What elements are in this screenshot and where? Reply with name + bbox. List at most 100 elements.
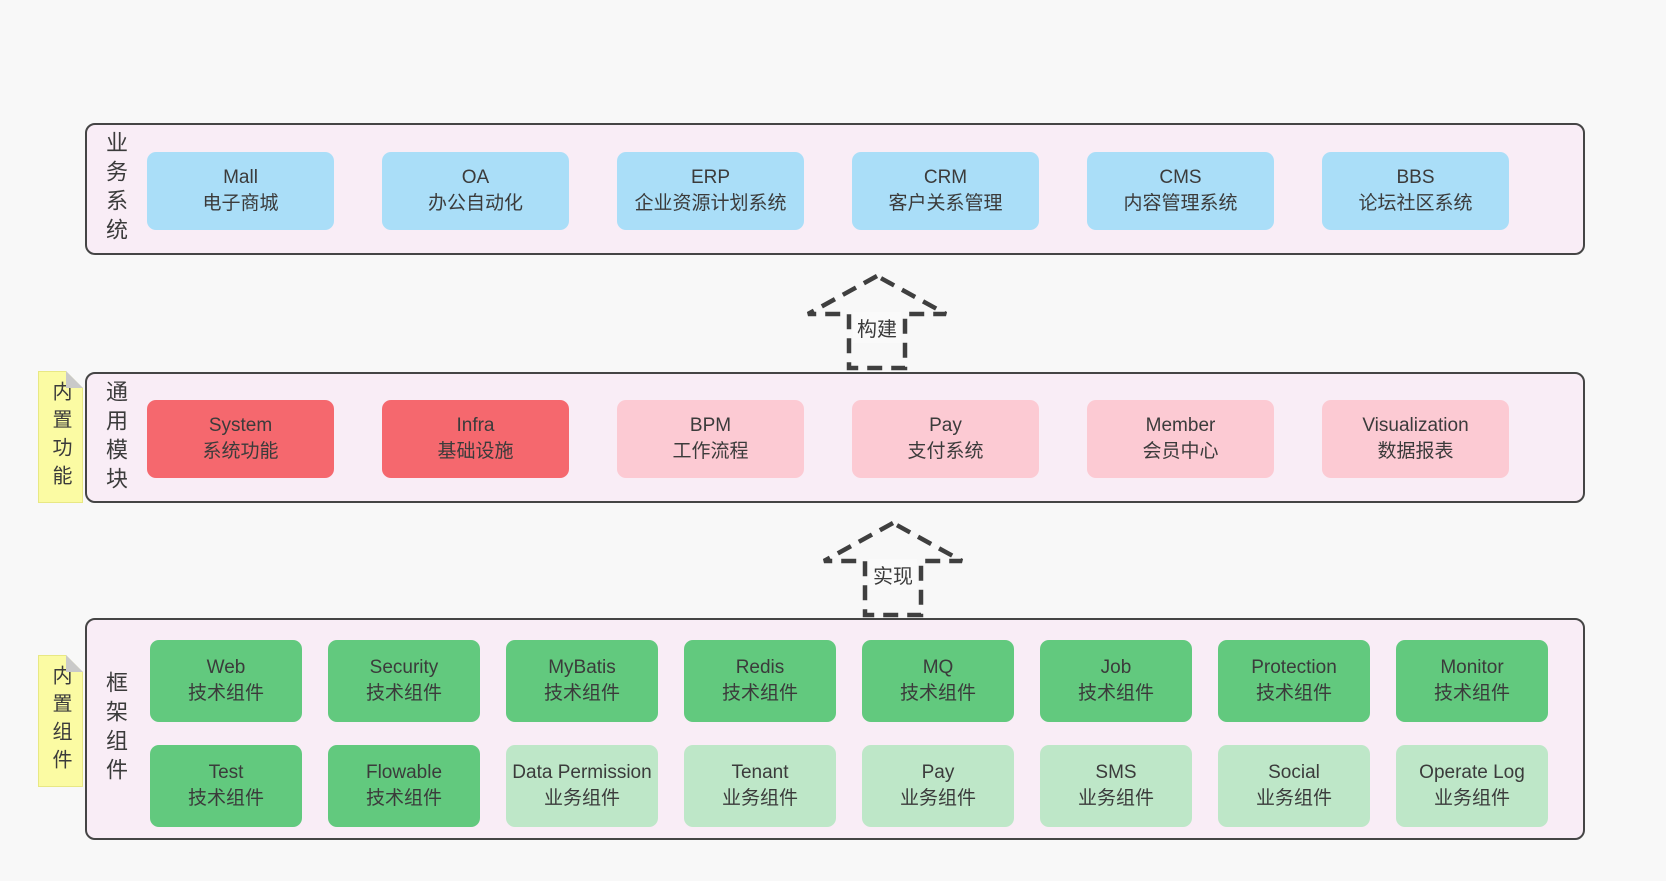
dashed-up-arrow-icon	[822, 520, 964, 618]
box-web: Web 技术组件	[150, 640, 302, 722]
box-subtitle: 技术组件	[187, 788, 264, 809]
box-title: Operate Log	[1419, 762, 1525, 783]
box-subtitle: 技术组件	[187, 683, 264, 704]
box-title: Test	[208, 762, 244, 783]
layer-label-business: 业务系统	[103, 131, 128, 247]
arrow-build: 构建	[802, 272, 952, 372]
box-title: MyBatis	[548, 657, 616, 678]
box-mybatis: MyBatis 技术组件	[506, 640, 658, 722]
box-title: Flowable	[365, 762, 443, 783]
box-subtitle: 系统功能	[202, 441, 279, 462]
box-subtitle: 技术组件	[365, 683, 442, 704]
module-box-row: System 系统功能 Infra 基础设施 BPM 工作流程 Pay 支付系统…	[147, 400, 1509, 478]
box-pay-component: Pay 业务组件	[862, 745, 1014, 827]
sticky-fold-corner-icon	[66, 371, 83, 388]
arrow-implement: 实现	[818, 519, 968, 619]
box-subtitle: 业务组件	[721, 788, 798, 809]
box-subtitle: 客户关系管理	[888, 193, 1003, 214]
box-flowable: Flowable 技术组件	[328, 745, 480, 827]
business-layer-container: 业务系统 Mall 电子商城 OA 办公自动化 ERP 企业资源计划系统 CRM…	[85, 123, 1585, 255]
box-subtitle: 技术组件	[543, 683, 620, 704]
box-title: Tenant	[731, 762, 789, 783]
box-title: BBS	[1396, 167, 1435, 188]
box-title: Pay	[921, 762, 955, 783]
box-subtitle: 电子商城	[202, 193, 279, 214]
box-subtitle: 基础设施	[437, 441, 514, 462]
box-title: Data Permission	[512, 762, 652, 783]
box-title: Member	[1145, 415, 1216, 436]
box-title: Redis	[735, 657, 785, 678]
component-box-row-1: Web 技术组件 Security 技术组件 MyBatis 技术组件 Redi…	[150, 640, 1548, 722]
box-title: Mall	[223, 167, 258, 188]
layer-label-components: 框架组件	[103, 671, 128, 787]
box-subtitle: 技术组件	[1255, 683, 1332, 704]
component-layer-container: 框架组件 Web 技术组件 Security 技术组件 MyBatis 技术组件…	[85, 618, 1585, 840]
box-title: BPM	[689, 415, 732, 436]
box-title: Visualization	[1362, 415, 1469, 436]
box-subtitle: 业务组件	[1433, 788, 1510, 809]
box-subtitle: 业务组件	[1077, 788, 1154, 809]
layer-label-modules: 通用模块	[103, 379, 128, 496]
box-title: CRM	[923, 167, 968, 188]
box-subtitle: 技术组件	[1077, 683, 1154, 704]
box-system: System 系统功能	[147, 400, 334, 478]
box-subtitle: 办公自动化	[427, 193, 523, 214]
box-title: Security	[369, 657, 439, 678]
box-subtitle: 业务组件	[899, 788, 976, 809]
box-test: Test 技术组件	[150, 745, 302, 827]
box-subtitle: 会员中心	[1142, 441, 1219, 462]
box-redis: Redis 技术组件	[684, 640, 836, 722]
arrow-implement-label: 实现	[869, 559, 917, 590]
box-subtitle: 技术组件	[365, 788, 442, 809]
box-title: Job	[1100, 657, 1132, 678]
sticky-text: 内置功能	[49, 381, 71, 493]
box-cms: CMS 内容管理系统	[1087, 152, 1274, 230]
box-title: Protection	[1251, 657, 1337, 678]
box-security: Security 技术组件	[328, 640, 480, 722]
box-pay-module: Pay 支付系统	[852, 400, 1039, 478]
box-title: Infra	[456, 415, 495, 436]
box-member: Member 会员中心	[1087, 400, 1274, 478]
box-subtitle: 论坛社区系统	[1358, 193, 1473, 214]
sticky-note-built-in-functions: 内置功能	[38, 371, 83, 503]
dashed-up-arrow-icon	[806, 273, 948, 371]
box-oa: OA 办公自动化	[382, 152, 569, 230]
sticky-text: 内置组件	[49, 665, 71, 777]
box-title: Social	[1268, 762, 1320, 783]
box-visualization: Visualization 数据报表	[1322, 400, 1509, 478]
sticky-note-built-in-components: 内置组件	[38, 655, 83, 787]
box-title: Monitor	[1440, 657, 1504, 678]
box-infra: Infra 基础设施	[382, 400, 569, 478]
box-subtitle: 工作流程	[672, 441, 749, 462]
box-title: OA	[461, 167, 490, 188]
box-subtitle: 企业资源计划系统	[634, 193, 787, 214]
box-title: SMS	[1095, 762, 1137, 783]
box-operate-log: Operate Log 业务组件	[1396, 745, 1548, 827]
box-title: CMS	[1159, 167, 1202, 188]
component-box-row-2: Test 技术组件 Flowable 技术组件 Data Permission …	[150, 745, 1548, 827]
box-subtitle: 支付系统	[907, 441, 984, 462]
box-job: Job 技术组件	[1040, 640, 1192, 722]
module-layer-container: 通用模块 System 系统功能 Infra 基础设施 BPM 工作流程 Pay…	[85, 372, 1585, 503]
box-crm: CRM 客户关系管理	[852, 152, 1039, 230]
box-subtitle: 技术组件	[899, 683, 976, 704]
box-subtitle: 业务组件	[1255, 788, 1332, 809]
arrow-build-label: 构建	[853, 312, 901, 343]
box-title: System	[208, 415, 273, 436]
box-data-permission: Data Permission 业务组件	[506, 745, 658, 827]
box-protection: Protection 技术组件	[1218, 640, 1370, 722]
sticky-fold-corner-icon	[66, 655, 83, 672]
box-social: Social 业务组件	[1218, 745, 1370, 827]
box-subtitle: 内容管理系统	[1123, 193, 1238, 214]
box-subtitle: 业务组件	[543, 788, 620, 809]
box-mq: MQ 技术组件	[862, 640, 1014, 722]
box-bpm: BPM 工作流程	[617, 400, 804, 478]
box-subtitle: 数据报表	[1377, 441, 1454, 462]
box-sms: SMS 业务组件	[1040, 745, 1192, 827]
box-title: MQ	[922, 657, 954, 678]
box-subtitle: 技术组件	[1433, 683, 1510, 704]
box-title: Web	[206, 657, 246, 678]
box-tenant: Tenant 业务组件	[684, 745, 836, 827]
box-erp: ERP 企业资源计划系统	[617, 152, 804, 230]
box-title: ERP	[690, 167, 731, 188]
